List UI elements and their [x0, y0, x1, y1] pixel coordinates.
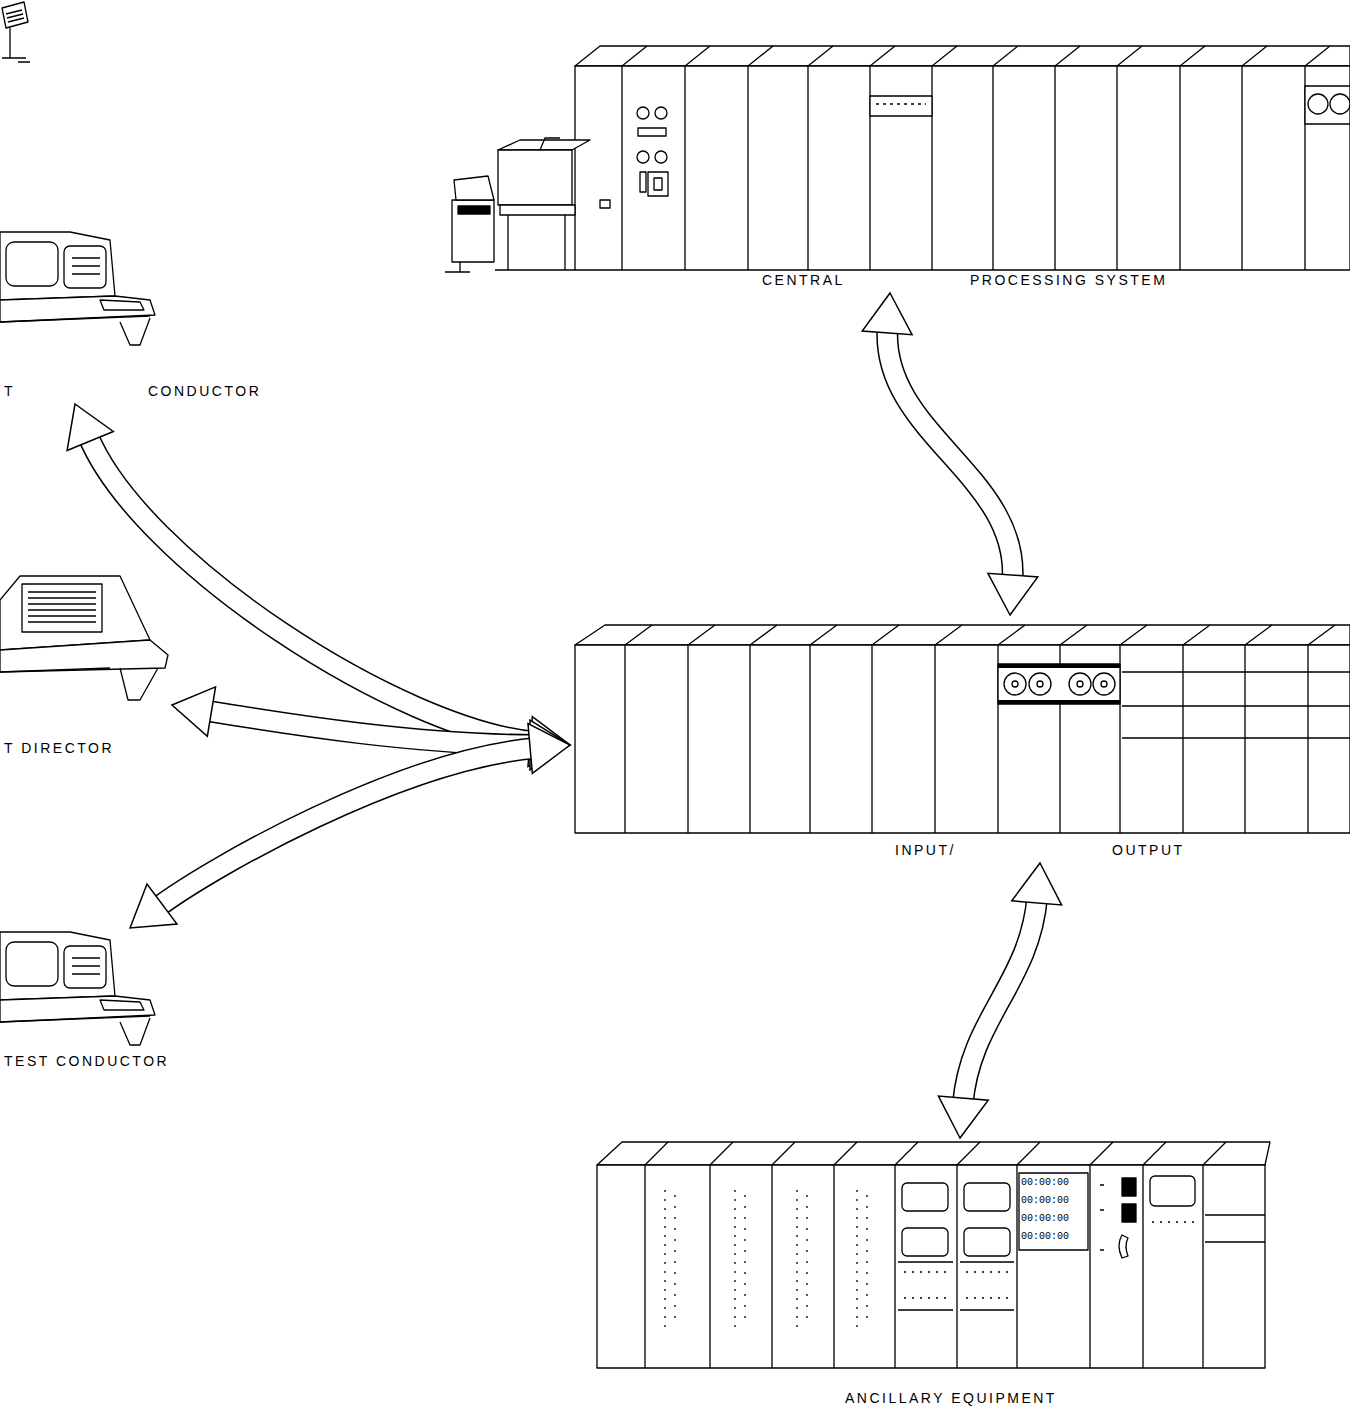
- arrow-head: [862, 293, 912, 335]
- equipment-label: ANCILLARY EQUIPMENT: [845, 1390, 1057, 1407]
- equipment-label: CENTRAL: [762, 272, 845, 289]
- arrow-outline: [157, 748, 536, 908]
- arrow-head: [1012, 863, 1062, 905]
- arrow-body: [887, 327, 1012, 581]
- clock-readout: 00:00:00: [1021, 1177, 1069, 1189]
- clock-readout: 00:00:00: [1021, 1213, 1069, 1225]
- equipment-label: PROCESSING SYSTEM: [970, 272, 1167, 289]
- ancillary-cabinets: [597, 1142, 1270, 1368]
- equipment-label: T: [4, 383, 15, 400]
- clock-readout: 00:00:00: [1021, 1195, 1069, 1207]
- cpu-cabinets: [445, 46, 1350, 272]
- arrow-body: [88, 435, 536, 742]
- equipment-node: CENTRAL PROCESSING SYSTEM: [440, 38, 1350, 293]
- arrow-body: [963, 897, 1037, 1104]
- equipment-node: TEST CONDUCTOR: [0, 928, 195, 1074]
- arrow-outline: [963, 897, 1037, 1104]
- double-arrow: [130, 724, 570, 928]
- double-arrow: [67, 404, 570, 766]
- arrow-outline: [88, 435, 536, 742]
- arrow-outline: [887, 327, 1012, 581]
- arrow-head: [528, 724, 570, 774]
- arrow-outline: [206, 711, 536, 745]
- double-arrow: [862, 293, 1038, 615]
- equipment-node: ANCILLARY EQUIPMENT: [592, 1138, 1272, 1411]
- arrow-body: [157, 748, 536, 908]
- arrow-head: [988, 573, 1038, 615]
- clock-readout: 00:00:00: [1021, 1231, 1069, 1243]
- arrow-head: [67, 404, 113, 451]
- terminal-drawing: [2, 2, 30, 62]
- equipment-node: INPUT/OUTPUT: [570, 615, 1350, 863]
- double-arrow: [938, 863, 1061, 1138]
- console-drawing: [0, 932, 155, 1045]
- equipment-node: T CONDUCTOR: [0, 230, 290, 404]
- equipment-label: OUTPUT: [1112, 842, 1185, 859]
- equipment-node: T DIRECTOR: [0, 570, 172, 761]
- console-drawing: [0, 232, 155, 345]
- arrow-head: [172, 687, 216, 736]
- io-cabinets: [575, 625, 1350, 833]
- arrow-head: [938, 1096, 988, 1138]
- equipment-label: T DIRECTOR: [4, 740, 114, 757]
- arrow-body: [206, 711, 536, 745]
- console-drawing: [0, 576, 168, 700]
- equipment-label: CONDUCTOR: [148, 383, 261, 400]
- arrow-head: [130, 884, 177, 928]
- equipment-label: TEST CONDUCTOR: [4, 1053, 169, 1070]
- equipment-label: INPUT/: [895, 842, 956, 859]
